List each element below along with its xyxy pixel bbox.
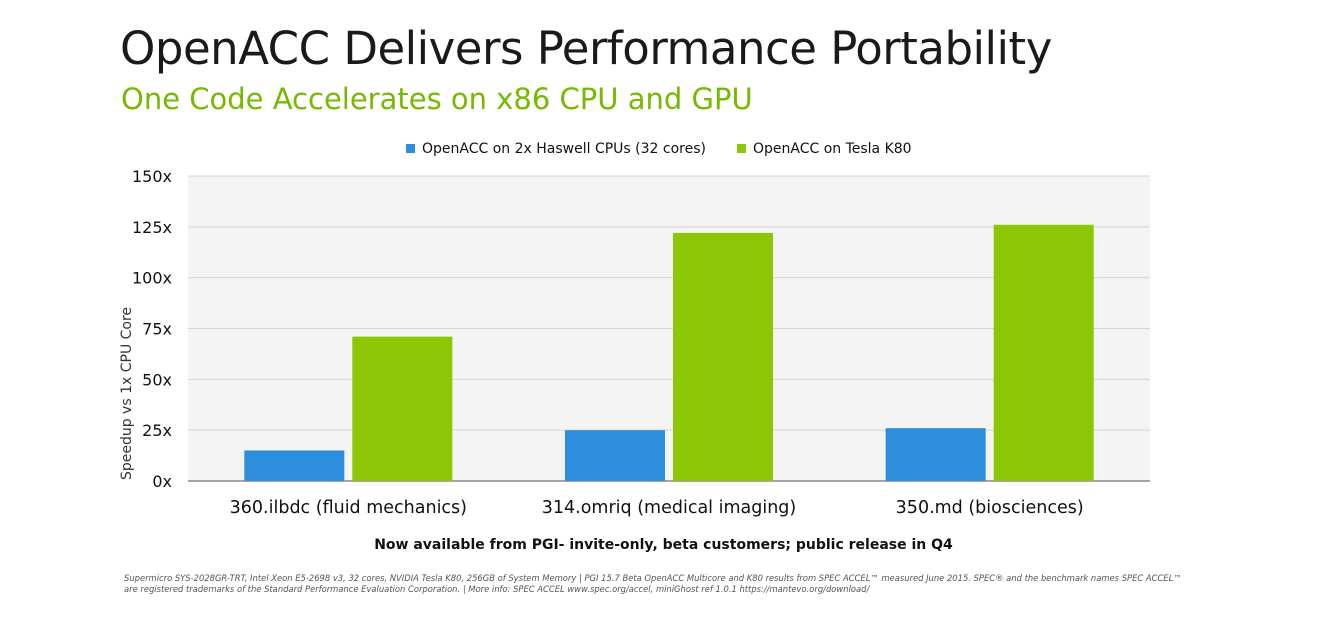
legend-label: OpenACC on 2x Haswell CPUs (32 cores) xyxy=(422,141,706,157)
bar xyxy=(885,428,986,481)
x-tick-label: 314.omriq (medical imaging) xyxy=(542,498,796,518)
bar xyxy=(673,232,773,481)
y-tick-label: 100x xyxy=(132,269,172,288)
y-tick-label: 25x xyxy=(142,421,172,440)
y-tick-label: 75x xyxy=(142,320,172,339)
x-tick-label: 360.ilbdc (fluid mechanics) xyxy=(230,498,467,518)
y-axis-label: Speedup vs 1x CPU Core xyxy=(119,307,135,480)
bar xyxy=(244,450,345,481)
page-subtitle: One Code Accelerates on x86 CPU and GPU xyxy=(121,82,753,116)
legend-label: OpenACC on Tesla K80 xyxy=(753,141,912,157)
x-tick-label: 350.md (biosciences) xyxy=(896,498,1084,518)
bar xyxy=(565,430,665,481)
availability-note: Now available from PGI- invite-only, bet… xyxy=(374,537,953,553)
bar xyxy=(352,336,453,481)
page-title: OpenACC Delivers Performance Portability xyxy=(120,22,1052,75)
legend-swatch xyxy=(736,144,746,153)
y-tick-label: 50x xyxy=(142,370,172,389)
bar xyxy=(993,224,1094,482)
legend-swatch xyxy=(406,144,415,153)
y-tick-label: 125x xyxy=(132,218,172,237)
footnote: Supermicro SYS-2028GR-TRT, Intel Xeon E5… xyxy=(124,573,1182,594)
y-tick-label: 150x xyxy=(132,167,172,186)
y-tick-label: 0x xyxy=(152,472,172,491)
